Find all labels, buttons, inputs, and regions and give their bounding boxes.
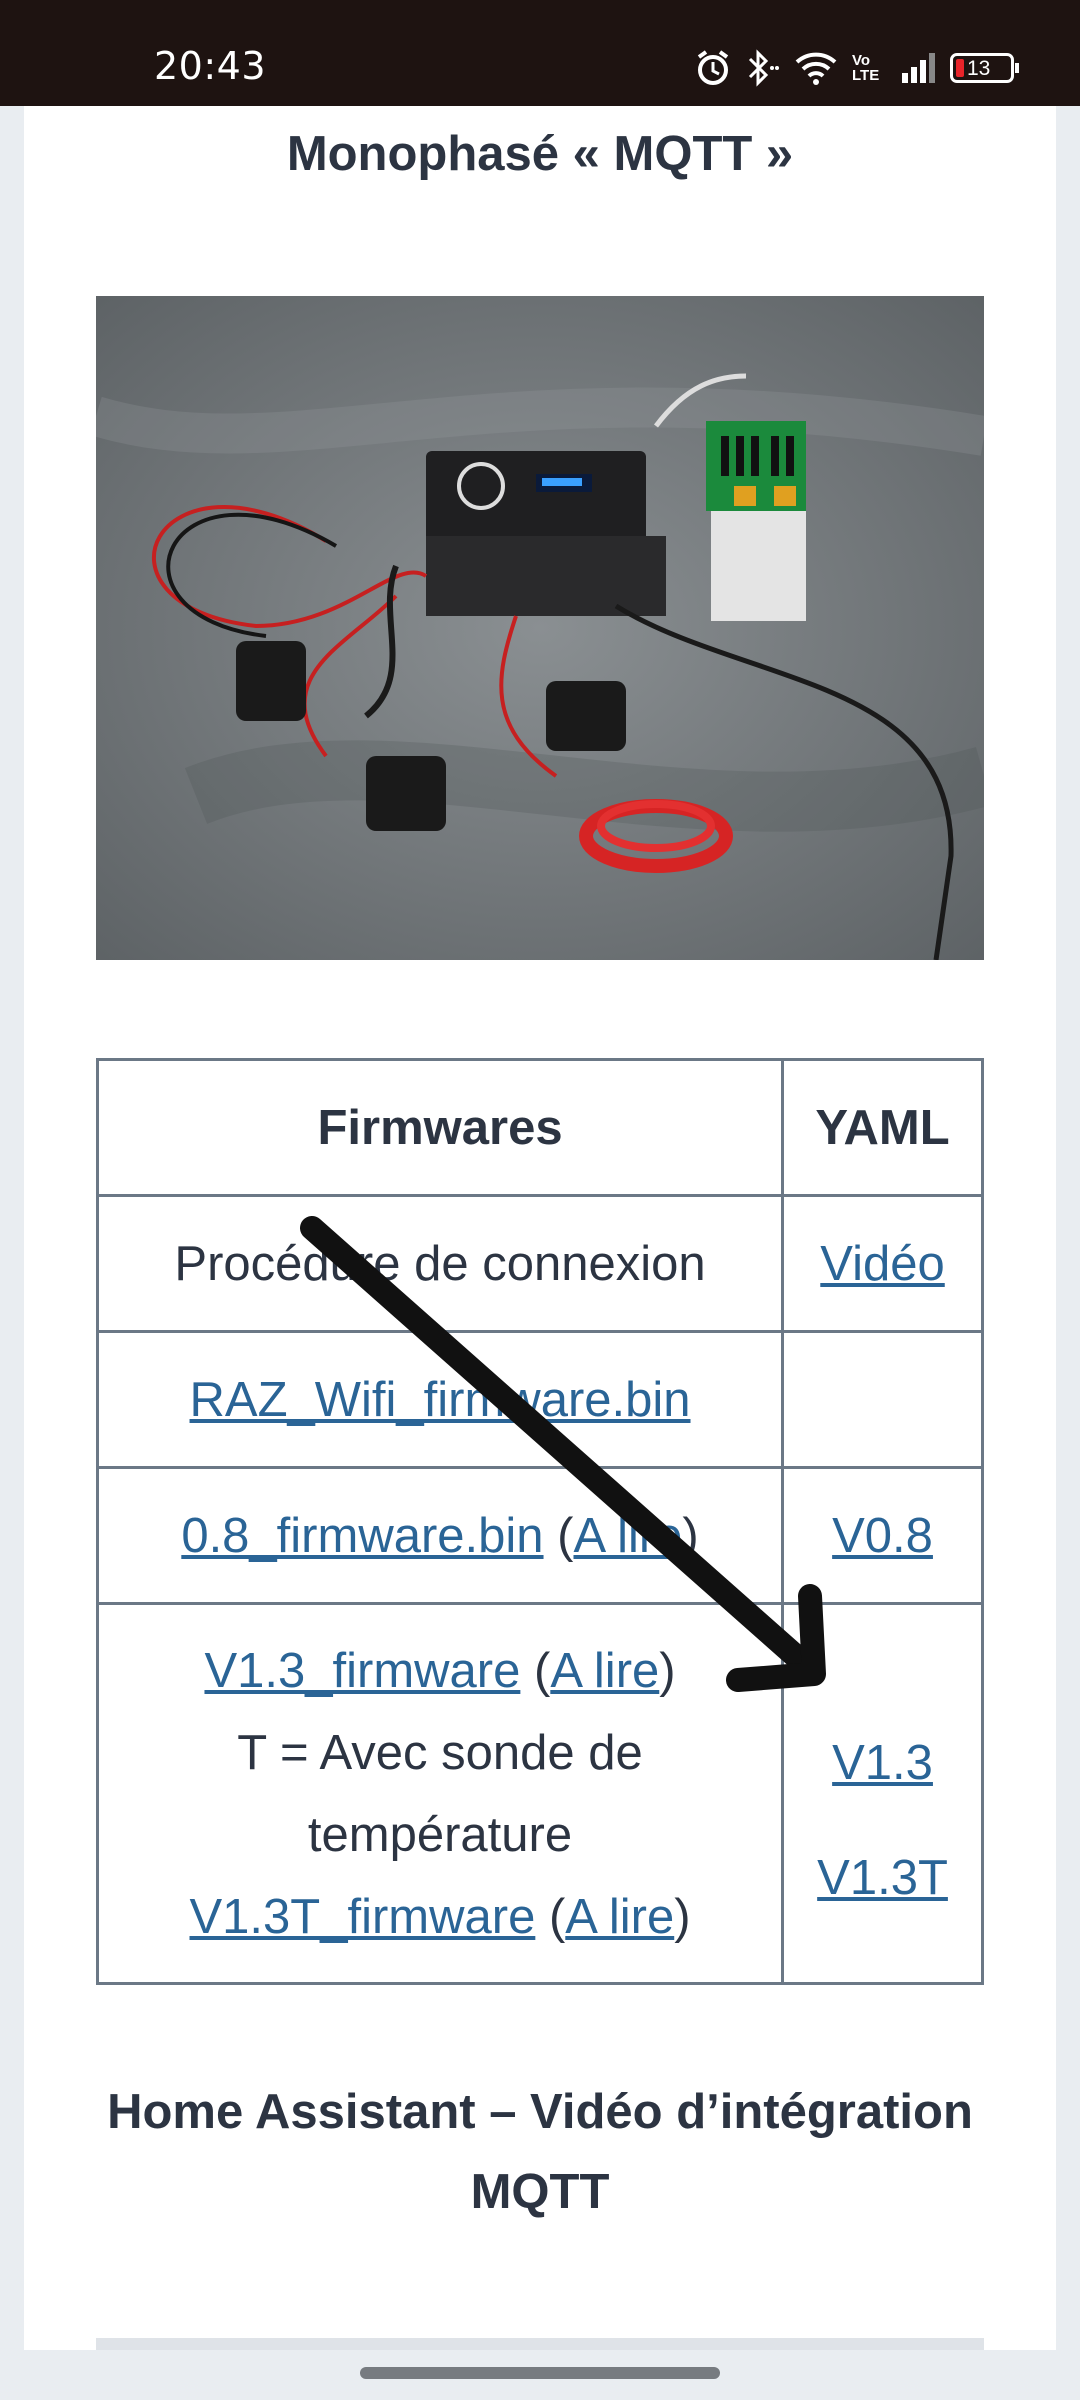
gesture-handle[interactable] [360,2367,720,2379]
web-page[interactable]: Monophasé « MQTT » [24,106,1056,2350]
yaml-v08-link[interactable]: V0.8 [832,1508,933,1563]
read-note-link[interactable]: A lire [565,1889,675,1944]
paren-open: ( [534,1643,551,1698]
yaml-v13t-link[interactable]: V1.3T [817,1850,948,1905]
wifi-icon [795,52,837,85]
yaml-v13-link[interactable]: V1.3 [832,1735,933,1790]
probe-note-line1: T = Avec sonde de [237,1725,643,1780]
status-bar: 20:43 Vo LTE 13 [0,0,1080,106]
paren-close: ) [659,1643,676,1698]
alarm-icon [697,50,729,85]
read-note-link[interactable]: A lire [550,1643,660,1698]
table-row: RAZ_Wifi_firmware.bin [95,1330,984,1469]
table-row: 0.8_firmware.bin (A lire) V0.8 [95,1466,984,1605]
connection-procedure-text: Procédure de connexion [95,1194,785,1333]
raz-wifi-firmware-link[interactable]: RAZ_Wifi_firmware.bin [189,1372,691,1427]
product-photo [96,296,984,960]
header-yaml: YAML [781,1058,984,1197]
battery-icon: 13 [950,53,1019,83]
volte-icon: Vo LTE [852,52,880,84]
bluetooth-icon [748,49,779,87]
read-note-link[interactable]: A lire [573,1508,683,1563]
page-title: Monophasé « MQTT » [286,127,794,181]
video-link[interactable]: Vidéo [820,1236,945,1291]
signal-icon [902,53,935,83]
battery-level: 13 [967,57,991,80]
empty-cell [781,1330,984,1469]
status-icons: Vo LTE 13 [696,46,1019,90]
table-row: Procédure de connexion Vidéo [95,1194,984,1333]
status-time: 20:43 [154,44,267,88]
table-header-row: Firmwares YAML [95,1058,984,1197]
firmware-v13t-link[interactable]: V1.3T_firmware [189,1889,536,1944]
firmware-08-link[interactable]: 0.8_firmware.bin [181,1508,544,1563]
firmware-v13-link[interactable]: V1.3_firmware [204,1643,521,1698]
paren-open: ( [557,1508,574,1563]
firmware-table: Firmwares YAML Procédure de connexion Vi… [95,1058,984,1985]
header-firmwares: Firmwares [95,1058,785,1197]
paren-close: ) [674,1889,691,1944]
probe-note-line2: température [307,1807,573,1862]
paren-open: ( [548,1889,566,1944]
paren-close: ) [682,1508,699,1563]
table-row: V1.3_firmware (A lire) T = Avec sonde de… [95,1602,984,1985]
video-embed-preview[interactable] [96,2338,984,2350]
section-title-home-assistant: Home Assistant – Vidéo d’intégration MQT… [107,2085,973,2219]
